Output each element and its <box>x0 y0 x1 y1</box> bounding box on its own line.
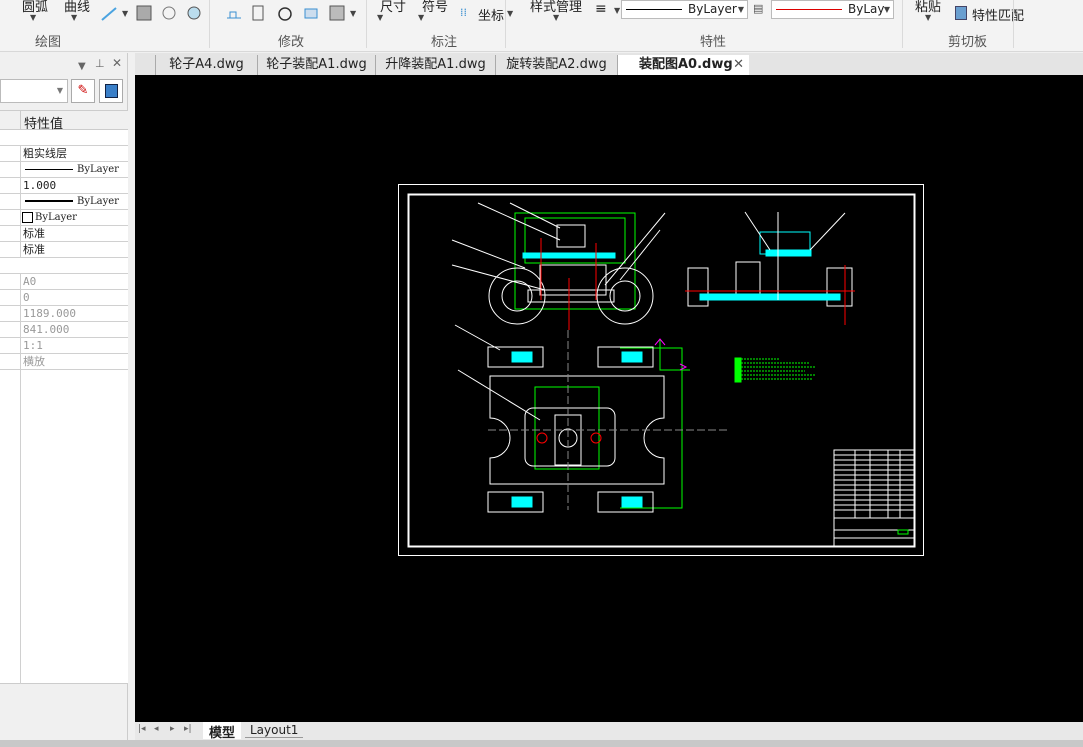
tab-layout1[interactable]: Layout1 <box>245 723 304 738</box>
tab-wheel-assembly[interactable]: 轮子装配A1.dwg <box>257 55 375 75</box>
pin-icon[interactable]: ⊥ <box>95 57 105 70</box>
last-layout-icon[interactable]: ▸| <box>184 724 192 734</box>
property-row-layer[interactable]: 粗实线层 <box>0 146 128 162</box>
property-row-width: 1189.000 <box>0 306 128 322</box>
properties-panel: ▼ ⊥ ✕ ▼ ✎ 特性值 粗实线层 ByLayer 1.000 ByLayer… <box>0 53 128 740</box>
prev-layout-icon[interactable]: ◂ <box>154 724 159 734</box>
property-row-color[interactable]: ByLayer <box>0 210 128 226</box>
document-tabs: 轮子A4.dwg 轮子装配A1.dwg 升降装配A1.dwg 旋转装配A2.dw… <box>135 53 1083 75</box>
side-view <box>685 211 855 325</box>
drawing <box>398 184 924 556</box>
next-layout-icon[interactable]: ▸ <box>170 724 175 734</box>
color-select[interactable]: ByLayer▼ <box>771 0 894 19</box>
group-label-clipboard: 剪切板 <box>948 35 988 50</box>
group-label-properties: 特性 <box>700 35 727 50</box>
property-row-textstyle[interactable]: 标准 <box>0 226 128 242</box>
property-row-lineweight[interactable]: ByLayer <box>0 194 128 210</box>
list-icon[interactable]: ≡ <box>595 1 607 17</box>
property-row-linetype[interactable]: ByLayer <box>0 162 128 178</box>
tab-label: 装配图A0.dwg <box>639 57 733 72</box>
first-layout-icon[interactable]: |◂ <box>138 724 146 734</box>
property-row-ltscale[interactable]: 1.000 <box>0 178 128 194</box>
edit-hatch-icon[interactable] <box>328 4 346 22</box>
tab-lift-assembly[interactable]: 升降装配A1.dwg <box>375 55 495 75</box>
curve-button[interactable]: 曲线 <box>64 0 91 15</box>
property-row[interactable] <box>0 130 128 146</box>
boundary-icon[interactable] <box>185 4 203 22</box>
property-row-scale: 1:1 <box>0 338 128 354</box>
drawing-frame <box>407 193 916 548</box>
chevron-down-icon[interactable]: ▼ <box>122 9 129 18</box>
rotate-icon[interactable] <box>276 4 294 22</box>
property-row[interactable] <box>0 258 128 274</box>
chevron-down-icon[interactable]: ▼ <box>350 9 357 18</box>
symbol-button[interactable]: 符号 <box>422 0 449 15</box>
dimension-button[interactable]: 尺寸 <box>380 0 407 15</box>
ribbon: 圆弧 曲线 ▼ ▼ ▼ 绘图 ▼ 修改 尺寸 符号 ▼ ▼ ⁞⁞ 坐标 ▼ 标注… <box>0 0 1083 52</box>
coordinate-button[interactable]: 坐标 <box>478 9 505 24</box>
lengthen-icon[interactable] <box>250 4 268 22</box>
line-icon[interactable] <box>100 4 118 22</box>
paste-button[interactable]: 粘贴 <box>915 0 942 15</box>
quick-select-button[interactable]: ✎ <box>71 79 95 103</box>
layout-tabs-bar: |◂ ◂ ▸ ▸| 模型 Layout1 <box>135 722 1083 741</box>
sheet-border <box>398 184 924 556</box>
top-view <box>454 324 730 513</box>
tab-wheel-a4[interactable]: 轮子A4.dwg <box>155 55 257 75</box>
close-tab-icon[interactable]: ✕ <box>733 57 744 72</box>
front-view <box>451 202 666 330</box>
stretch-icon[interactable] <box>225 4 243 22</box>
close-panel-icon[interactable]: ✕ <box>112 56 123 70</box>
group-label-draw: 绘图 <box>35 35 62 50</box>
tab-assembly-a0[interactable]: 装配图A0.dwg✕ <box>617 55 749 75</box>
panel-menu-icon[interactable]: ▼ <box>78 61 86 72</box>
object-select[interactable]: ▼ <box>0 79 68 103</box>
match-properties-button[interactable]: 特性匹配 <box>972 9 1025 24</box>
property-row-orientation: 横放 <box>0 354 128 370</box>
drawing-canvas[interactable] <box>135 75 1083 722</box>
status-bar <box>0 740 1083 747</box>
tab-rotate-assembly[interactable]: 旋转装配A2.dwg <box>495 55 617 75</box>
select-objects-button[interactable] <box>99 79 123 103</box>
arc-button[interactable]: 圆弧 <box>22 0 49 15</box>
match-properties-icon <box>955 6 967 20</box>
region-icon[interactable] <box>160 4 178 22</box>
table-header: 特性值 <box>0 110 128 132</box>
property-row-papersize: A0 <box>0 274 128 290</box>
group-label-modify: 修改 <box>278 35 305 50</box>
chevron-down-icon[interactable]: ▼ <box>71 13 78 22</box>
property-row-height: 841.000 <box>0 322 128 338</box>
chevron-down-icon[interactable]: ▼ <box>30 13 37 22</box>
array-icon[interactable] <box>302 4 320 22</box>
tab-model[interactable]: 模型 <box>203 722 242 741</box>
property-row: 0 <box>0 290 128 306</box>
style-manager-button[interactable]: 样式管理 <box>530 0 583 15</box>
group-label-annotate: 标注 <box>431 35 458 50</box>
coordinate-icon: ⁞⁞ <box>460 6 467 19</box>
linetype-select[interactable]: ByLayer▼ <box>621 0 748 19</box>
title-block <box>833 449 915 547</box>
property-row-dimstyle[interactable]: 标准 <box>0 242 128 258</box>
technical-notes <box>734 357 815 383</box>
hatch-icon[interactable] <box>135 4 153 22</box>
lineweight-icon[interactable]: ▤ <box>753 2 764 15</box>
